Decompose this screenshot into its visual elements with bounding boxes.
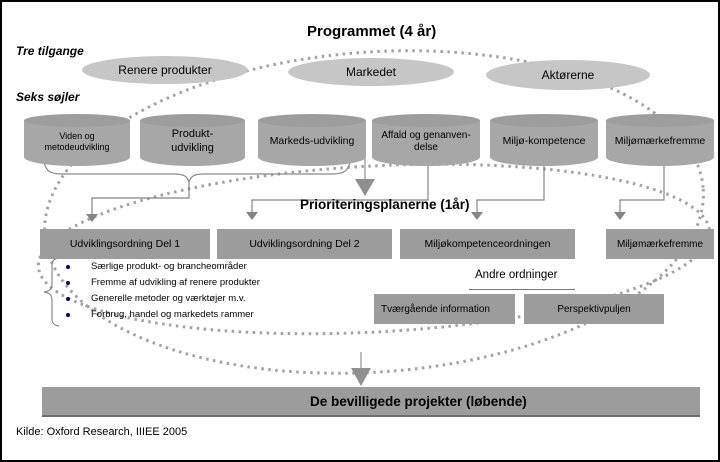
cylinder-top-icon [606, 114, 714, 127]
pillar-cylinder-miljomaerke: Miljømærkefremme [606, 114, 714, 166]
cylinder-top-icon [372, 114, 480, 127]
pillar-label-line: delse [414, 142, 438, 153]
pillar-cylinder-viden: Viden og metodeudvikling [24, 114, 130, 166]
source-caption: Kilde: Oxford Research, IIIEE 2005 [16, 426, 188, 438]
approach-ellipse-aktorerne: Aktørerne [486, 60, 650, 90]
cylinder-body-icon [372, 120, 480, 166]
priority-box-miljomaerkefremme: Miljømærkefremme [606, 229, 714, 259]
cylinder-top-icon [24, 114, 130, 127]
bullet-brace-icon [43, 257, 60, 327]
arrowhead-kompetence-icon [471, 212, 483, 220]
approach-ellipse-renere-produkter: Renere produkter [82, 56, 248, 84]
connector-kompetence [476, 166, 545, 212]
other-box-perspektivpuljen: Perspektivpuljen [524, 294, 664, 324]
pillar-label-line: Miljø-kompetence [502, 135, 586, 148]
cylinder-body-icon [258, 120, 366, 166]
pillar-cylinder-markeds: Markeds-udvikling [258, 114, 366, 166]
bottom-arrowhead-icon [351, 368, 371, 386]
priority-box-udviklingsordning-del1: Udviklingsordning Del 1 [40, 229, 210, 259]
pillar-label-line: metodeudvikling [44, 142, 110, 152]
label-seks-sojler: Seks søjler [16, 90, 80, 104]
priority-arrowhead-icon [355, 179, 375, 196]
cylinder-body-icon [606, 120, 714, 166]
approach-ellipse-markedet: Markedet [288, 58, 454, 86]
cylinder-top-icon [140, 114, 245, 127]
priority-box-udviklingsordning-del2: Udviklingsordning Del 2 [217, 229, 392, 259]
cylinder-top-icon [258, 114, 366, 127]
cylinder-body-icon [140, 120, 245, 166]
pillar-label-line: Produkt- [171, 128, 214, 141]
bullet-text: Generelle metoder og værktøjer m.v. [91, 293, 246, 304]
pillar-label-line: Markeds-udvikling [269, 135, 355, 148]
bullet-icon [66, 296, 70, 301]
bullet-item: Særlige produkt- og brancheområder [66, 261, 247, 272]
bullet-icon [66, 280, 70, 285]
arrowhead-del2-icon [246, 212, 258, 220]
bullet-text: Fremme af udvikling af renere produkter [91, 277, 260, 288]
pillar-cylinder-affald: Affald og genanven- delse [372, 114, 480, 166]
bullet-item: Forbrug, handel og markedets rammer [66, 309, 254, 320]
bullet-text: Særlige produkt- og brancheområder [91, 261, 247, 272]
cylinder-body-icon [24, 120, 130, 166]
program-title: Programmet (4 år) [307, 23, 437, 40]
connector-del2 [251, 166, 429, 212]
pillar-label-line: Affald og genanven- [381, 129, 471, 141]
arrowhead-maerke-icon [614, 212, 626, 220]
connector-maerke [619, 166, 665, 212]
pillar-label-line: Viden og [59, 130, 95, 141]
bullet-item: Generelle metoder og værktøjer m.v. [66, 293, 246, 304]
priority-box-miljokompetenceordningen: Miljøkompetenceordningen [400, 229, 575, 259]
cylinder-body-icon [490, 120, 598, 166]
bullet-icon [66, 264, 70, 269]
label-tre-tilgange: Tre tilgange [16, 44, 84, 58]
connector-del1 [91, 182, 190, 214]
pillar-cylinder-miljokompetence: Miljø-kompetence [490, 114, 598, 166]
other-schemes-title: Andre ordninger [475, 269, 558, 281]
granted-projects-bar: De bevilligede projekter (løbende) [42, 387, 700, 417]
arrowhead-del1-icon [86, 214, 98, 222]
bullet-text: Forbrug, handel og markedets rammer [91, 309, 254, 320]
bullet-item: Fremme af udvikling af renere produkter [66, 277, 260, 288]
other-schemes-underline [469, 289, 575, 290]
pillar-label-line: udvikling [171, 142, 214, 154]
pillar-cylinder-produkt: Produkt- udvikling [140, 114, 245, 166]
bullet-icon [66, 312, 70, 317]
cylinder-top-icon [490, 114, 598, 127]
priority-plans-title: Prioriteringsplanerne (1år) [300, 197, 470, 212]
pillar-label-line: Miljømærkefremme [614, 135, 706, 148]
other-box-tvaergaende-information: Tværgående information [374, 294, 515, 324]
